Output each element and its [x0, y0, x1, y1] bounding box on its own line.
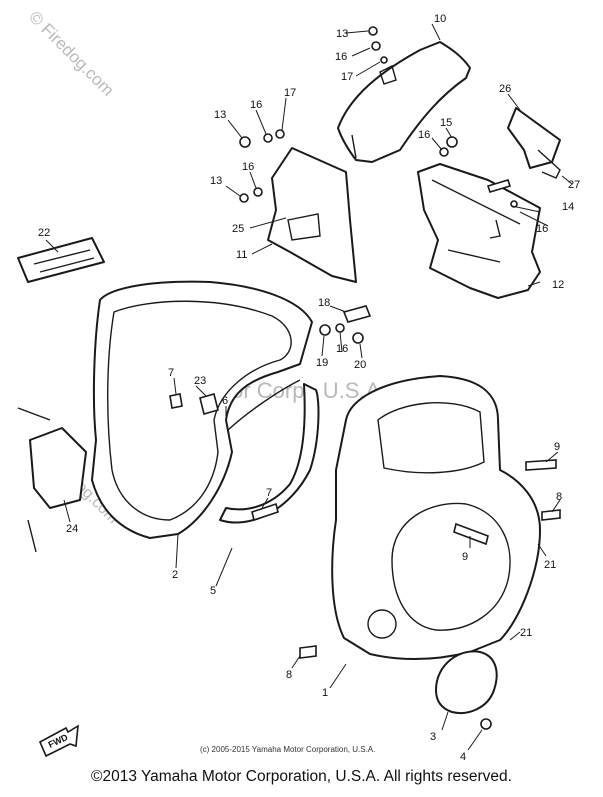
- callout-8: 8: [556, 491, 562, 503]
- callout-18: 18: [318, 297, 330, 309]
- callout-17: 17: [341, 71, 353, 83]
- callout-21: 21: [544, 559, 556, 571]
- callout-15: 15: [440, 117, 452, 129]
- callout-19: 19: [316, 357, 328, 369]
- callout-21: 21: [520, 627, 532, 639]
- callout-9: 9: [462, 551, 468, 563]
- callout-2: 2: [172, 569, 178, 581]
- fwd-arrow: FWD: [38, 724, 79, 758]
- hardware-group: [169, 26, 561, 730]
- part-1-main-housing: [331, 375, 541, 660]
- callout-22: 22: [38, 227, 50, 239]
- footer-copyright: ©2013 Yamaha Motor Corporation, U.S.A. A…: [91, 768, 512, 785]
- part-1-bore: [391, 502, 511, 631]
- callout-20: 20: [354, 359, 366, 371]
- callout-13: 13: [214, 109, 226, 121]
- callout-13: 13: [336, 28, 348, 40]
- part-24-bracket: [29, 427, 87, 509]
- watermark-top-left: © Firedog.com: [25, 7, 117, 99]
- callout-3: 3: [430, 731, 436, 743]
- callout-23: 23: [194, 375, 206, 387]
- part-26-plate: [507, 107, 561, 169]
- part-12-right-shroud: [417, 163, 541, 299]
- part-3-round-cover: [435, 650, 498, 714]
- callout-16: 16: [536, 223, 548, 235]
- part-22-label: [17, 237, 105, 283]
- callout-16: 16: [335, 51, 347, 63]
- leader-lines: [45, 23, 573, 751]
- part-10-upper-shroud: [337, 41, 471, 163]
- callout-16: 16: [336, 343, 348, 355]
- small-copyright: (c) 2005-2015 Yamaha Motor Corporation, …: [200, 745, 375, 754]
- callout-4: 4: [460, 751, 466, 763]
- callout-16: 16: [242, 161, 254, 173]
- callout-9: 9: [554, 441, 560, 453]
- callout-7: 7: [266, 487, 272, 499]
- callout-17: 17: [284, 87, 296, 99]
- callout-6: 6: [222, 395, 228, 407]
- part-1-small-bore: [367, 609, 397, 639]
- part-2-left-cover: [91, 280, 313, 539]
- callout-13: 13: [210, 175, 222, 187]
- callout-10: 10: [434, 13, 446, 25]
- callout-7: 7: [168, 367, 174, 379]
- callout-14: 14: [562, 201, 574, 213]
- callout-24: 24: [66, 523, 78, 535]
- callout-25: 25: [232, 223, 244, 235]
- callout-12: 12: [552, 279, 564, 291]
- callout-5: 5: [210, 585, 216, 597]
- callout-8: 8: [286, 669, 292, 681]
- callout-16: 16: [418, 129, 430, 141]
- callout-11: 11: [236, 249, 247, 261]
- callout-27: 27: [568, 179, 580, 191]
- callout-26: 26: [499, 83, 511, 95]
- part-5-gasket: [219, 383, 320, 524]
- callout-1: 1: [322, 687, 328, 699]
- callout-16: 16: [250, 99, 262, 111]
